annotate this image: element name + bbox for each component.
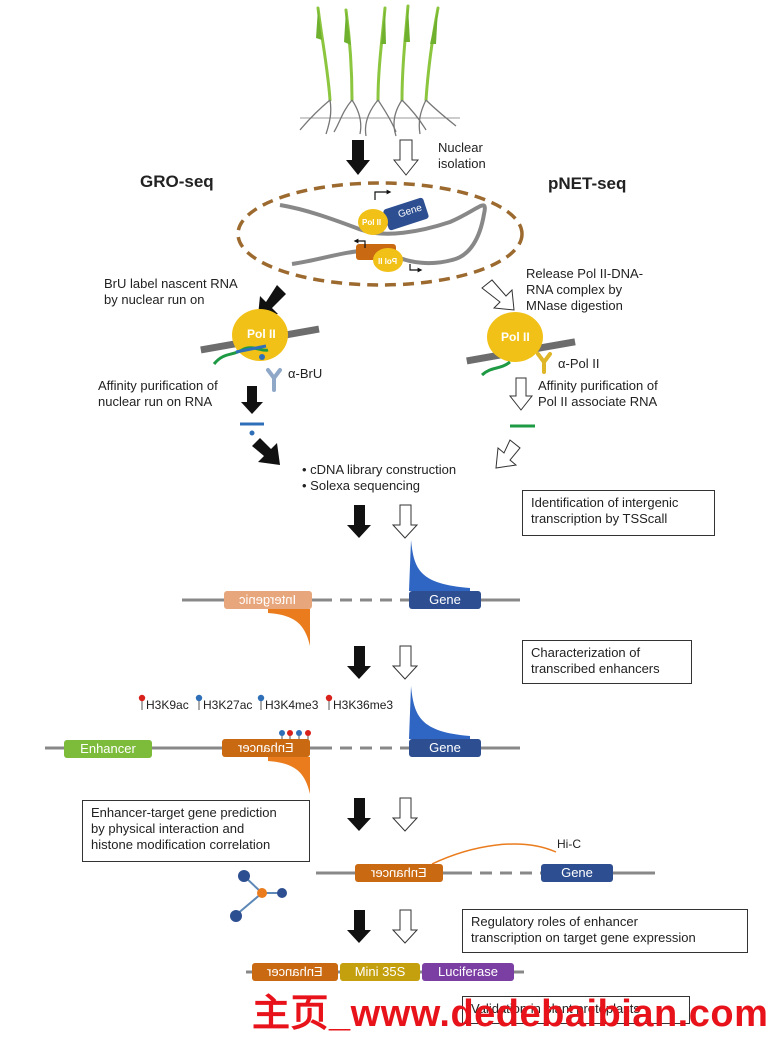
histone-legend-icons (138, 694, 333, 710)
library-steps: cDNA library constructionSolexa sequenci… (302, 462, 456, 494)
nucleus (236, 181, 524, 287)
alpha-bru-label: α-BrU (288, 366, 323, 381)
hic-label: Hi-C (557, 837, 581, 851)
construct-enhancer: Enhancer (252, 963, 338, 981)
mark-h3k4me3: H3K4me3 (265, 698, 319, 712)
gene-element-3: Gene (541, 864, 613, 882)
nucleus-pol-label-1: Pol II (362, 218, 382, 227)
arrow-white-converge (495, 439, 521, 469)
arrow-white-down-4 (391, 645, 419, 680)
arrow-white-diagonal (481, 279, 515, 311)
mark-h3k27ac: H3K27ac (203, 698, 253, 712)
arrow-black-converge (252, 438, 280, 465)
gro-seq-title: GRO-seq (140, 172, 214, 191)
construct-mini35s: Mini 35S (340, 963, 420, 981)
construct-luciferase: Luciferase (422, 963, 514, 981)
arrow-black-diagonal (258, 285, 286, 316)
arrow-white-down-2 (508, 377, 534, 411)
arrow-black-down-2 (241, 386, 263, 414)
nucleus-pol-label-2: Pol II (378, 257, 398, 266)
arrow-black-down-5 (347, 798, 371, 831)
right-pol-label: Pol II (501, 330, 530, 344)
left-pol-label: Pol II (247, 327, 276, 341)
plant-seedlings-icon (299, 4, 460, 137)
mark-h3k9ac: H3K9ac (146, 698, 189, 712)
hic-arc (431, 843, 557, 865)
arrow-black-down-3 (347, 505, 371, 538)
enhancer-element-2: Enhancer (355, 864, 443, 882)
arrow-black-down-6 (347, 910, 371, 943)
validation-box: Validation in plant protoplasts (462, 996, 690, 1024)
intergenic-element: Intergenic (224, 591, 312, 609)
arrow-white-down-5 (391, 797, 419, 832)
gene-element-2: Gene (409, 739, 481, 757)
arrow-white-down-6 (391, 909, 419, 944)
alpha-pol-label: α-Pol II (558, 356, 600, 371)
right-pol-ii (466, 312, 576, 377)
arrow-white-down (392, 139, 420, 176)
mark-h3k36me3: H3K36me3 (333, 698, 394, 712)
enhancer-green-element: Enhancer (64, 740, 152, 758)
watermark-text: 主页_www.dedebaibian.com (252, 993, 769, 1035)
enhancer-element-1: Enhancer (222, 739, 310, 757)
pnet-seq-title: pNET-seq (548, 174, 627, 193)
arrow-white-down-3 (391, 504, 419, 539)
network-icon (230, 870, 287, 922)
gene-element-1: Gene (409, 591, 481, 609)
arrow-black-down (346, 140, 370, 175)
left-pol-ii (200, 309, 320, 392)
arrow-black-down-4 (347, 646, 371, 679)
